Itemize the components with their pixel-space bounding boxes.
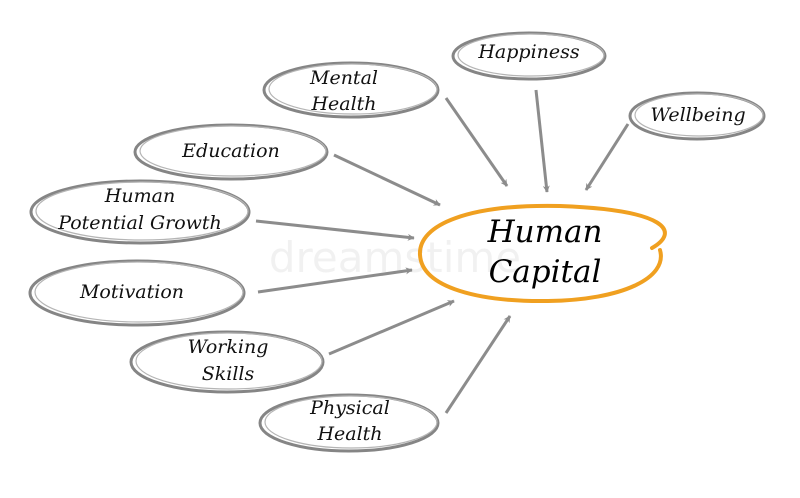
node-ellipse: [258, 393, 440, 453]
node-ellipse-sketch: [457, 33, 605, 77]
node-ellipse-sketch: [35, 181, 249, 241]
node-motivation: Motivation: [28, 259, 246, 327]
arrow-happiness-to-center: [534, 89, 550, 193]
arrow-physical-health-to-center: [444, 315, 512, 414]
node-label-mental-health-line-1: Mental: [309, 67, 378, 89]
node-label-physical-health-line-2: Health: [316, 423, 382, 445]
node-label-working-skills-line-2: Skills: [202, 363, 255, 385]
node-label-mental-health-line-2: Health: [310, 93, 376, 115]
node-ellipse-sketch: [268, 63, 438, 115]
node-label-working-skills-line-1: Working: [188, 336, 269, 358]
node-ellipse: [129, 330, 325, 394]
arrows-layer: [255, 89, 630, 414]
node-label-happiness-line-1: Happiness: [477, 41, 580, 63]
node-ellipse-sketch: [634, 93, 764, 137]
arrow-motivation-to-center: [257, 267, 413, 294]
node-label-education-line-1: Education: [181, 140, 280, 162]
node-label-physical-health-line-1: Physical: [309, 397, 390, 419]
node-happiness: Happiness: [451, 31, 607, 81]
center-label-line-1: Human: [487, 214, 603, 250]
node-label-motivation-line-1: Motivation: [79, 281, 184, 303]
node-label-human-potential-growth-line-1: Human: [104, 185, 175, 207]
node-ellipse-sketch: [139, 125, 327, 177]
node-wellbeing: Wellbeing: [628, 91, 766, 141]
node-ellipse: [451, 31, 607, 81]
arrow-working-skills-to-center: [328, 299, 455, 356]
node-ellipse-sketch: [264, 395, 438, 449]
node-ellipse: [133, 123, 329, 181]
center-highlight-ring: [417, 203, 667, 304]
arrow-education-to-center: [333, 153, 441, 207]
arrow-mental-health-to-center: [444, 97, 509, 187]
center-label-line-2: Capital: [489, 254, 602, 290]
node-ellipse: [262, 61, 440, 119]
arrow-wellbeing-to-center: [584, 123, 630, 191]
watermark-text: dreamstime: [269, 233, 521, 282]
node-label-human-potential-growth-line-2: Potential Growth: [57, 212, 222, 234]
node-ellipse: [628, 91, 766, 141]
node-ellipse-sketch: [135, 332, 323, 390]
node-label-wellbeing-line-1: Wellbeing: [650, 104, 745, 126]
node-ellipse: [29, 179, 251, 245]
node-ellipse: [28, 259, 246, 327]
center-node-human-capital: Human Capital: [417, 203, 667, 304]
arrow-human-potential-growth-to-center: [255, 219, 415, 241]
node-ellipse-sketch: [34, 261, 244, 323]
node-education: Education: [133, 123, 329, 181]
